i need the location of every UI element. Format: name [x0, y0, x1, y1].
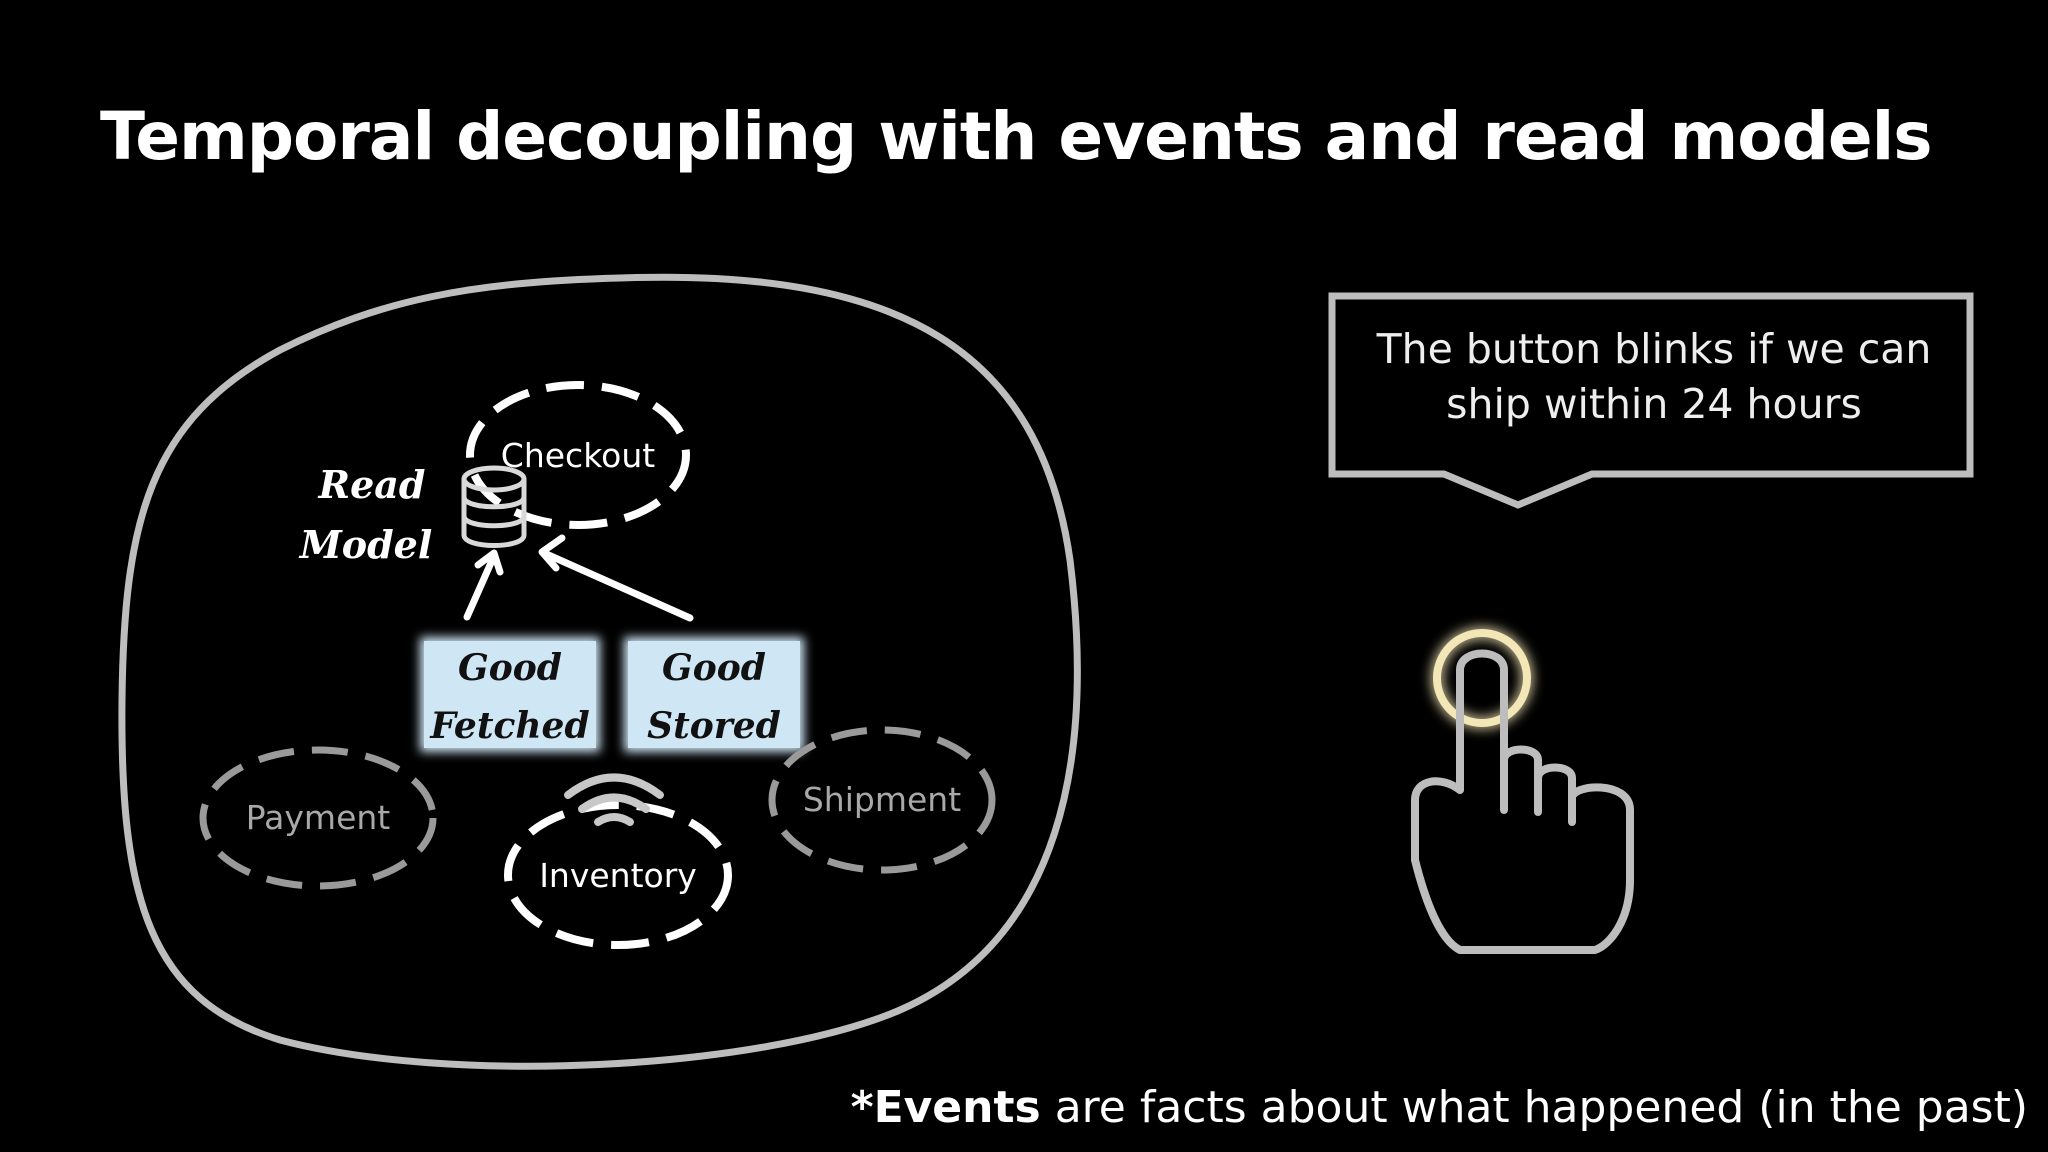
callout-box [1328, 292, 1974, 509]
event-good-fetched-line2: Fetched [429, 705, 589, 747]
database-icon [461, 465, 527, 548]
arrow-good-stored-to-read-model [538, 534, 694, 622]
arrow-good-fetched-to-read-model [463, 549, 504, 621]
inventory-service-boundary [504, 801, 732, 949]
event-good-stored-line1: Good [662, 647, 766, 689]
payment-label: Payment [246, 798, 391, 837]
event-good-fetched-line1: Good [458, 647, 562, 689]
checkout-service-boundary [466, 381, 690, 529]
wifi-icon [564, 773, 664, 826]
shipment-label: Shipment [803, 780, 961, 819]
footnote-prefix: *Events [850, 1082, 1041, 1133]
shipment-service-boundary [768, 726, 996, 874]
pointing-hand-icon [1411, 628, 1634, 954]
inventory-label: Inventory [539, 856, 697, 895]
event-good-stored: Good Stored [624, 637, 804, 752]
payment-service-boundary [199, 746, 437, 890]
checkout-label: Checkout [501, 436, 655, 475]
system-boundary [118, 273, 1081, 1070]
footnote: *Events are facts about what happened (i… [851, 1082, 2028, 1133]
event-good-fetched: Good Fetched [420, 637, 600, 752]
footnote-rest: are facts about what happened (in the pa… [1040, 1082, 2028, 1133]
read-model-label-line1: Read [318, 462, 426, 507]
callout-line2: ship within 24 hours [1446, 380, 1862, 428]
event-good-stored-line2: Stored [647, 705, 781, 747]
callout-text: The button blinks if we can ship within … [1334, 322, 1974, 432]
read-model-label-line2: Model [298, 522, 433, 567]
callout-line1: The button blinks if we can [1376, 325, 1932, 373]
page-title: Temporal decoupling with events and read… [100, 98, 1933, 175]
